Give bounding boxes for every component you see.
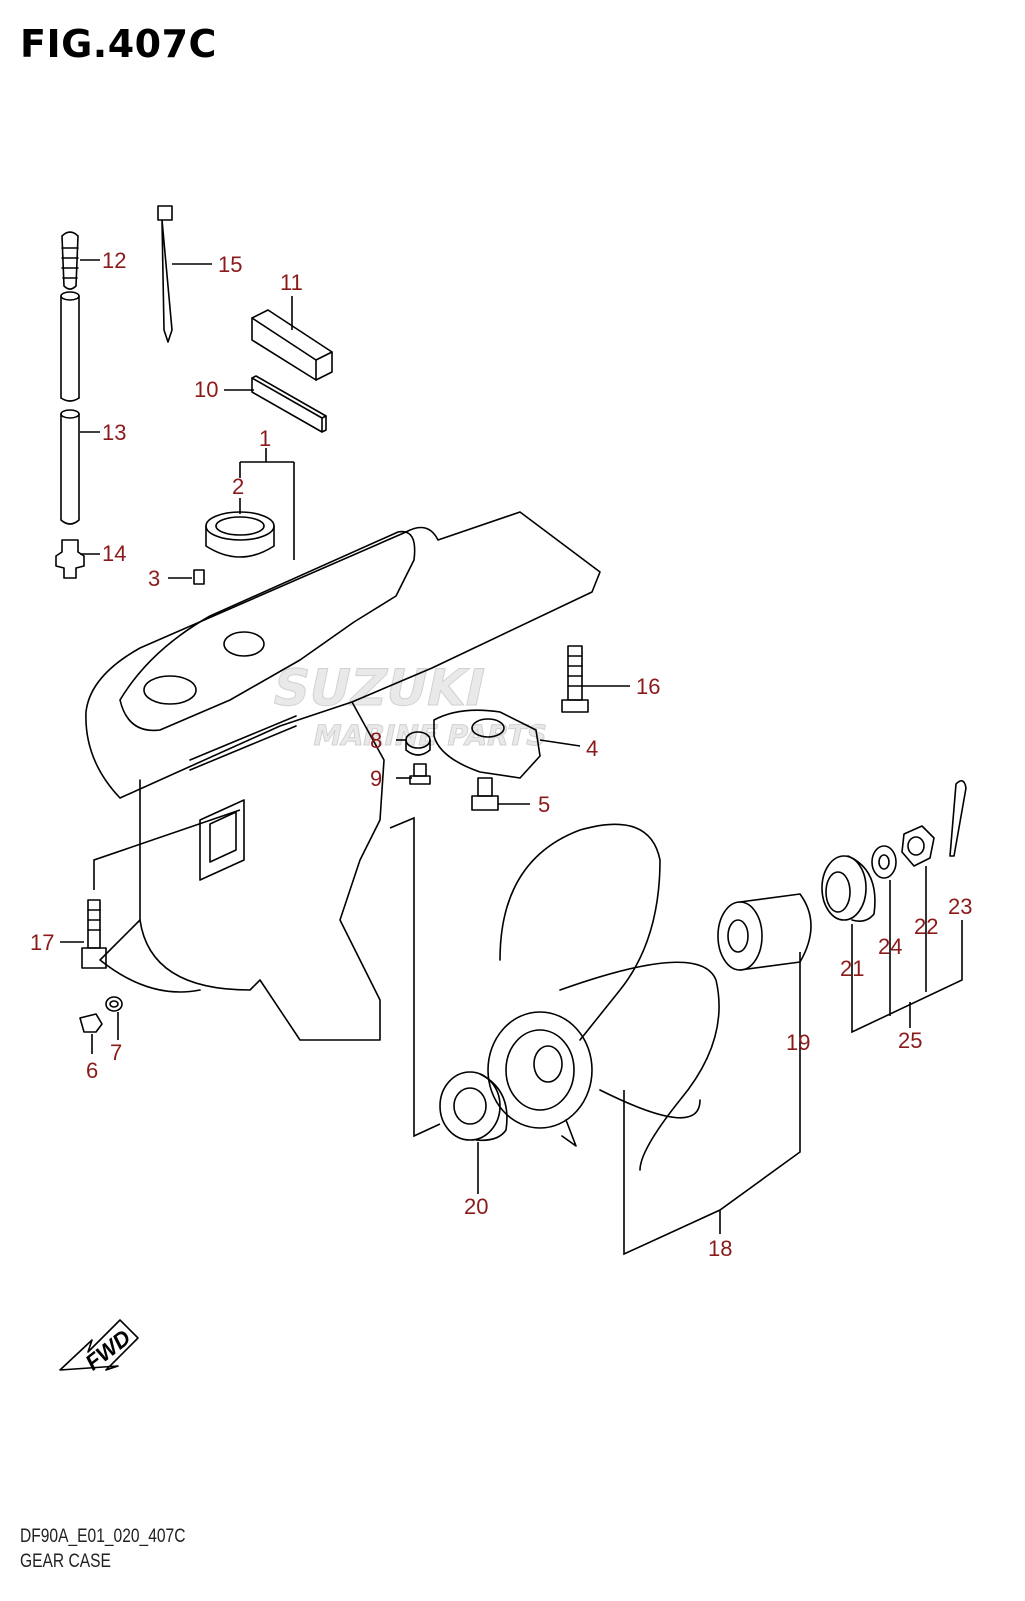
watermark-brand: SUZUKI: [268, 659, 491, 717]
leader-lines: [60, 259, 963, 1256]
watermark: SUZUKI MARINE PARTS: [267, 658, 550, 752]
callout-1: 1: [259, 426, 271, 451]
part-gear-case-housing: [85, 511, 601, 1041]
callout-10: 10: [194, 377, 218, 402]
part-washer: [105, 996, 123, 1012]
part-castle-nut: [901, 825, 935, 867]
callout-18: 18: [708, 1236, 732, 1261]
part-hose-nipple: [61, 231, 79, 290]
callout-13: 13: [102, 420, 126, 445]
callout-labels: 1 2 3 4 5 6 7 8 9 10 11 12 13 14 15 16 1…: [30, 248, 972, 1261]
callout-12: 12: [102, 248, 126, 273]
part-cotter-pin: [949, 780, 967, 857]
callout-16: 16: [636, 674, 660, 699]
callout-4: 4: [586, 736, 598, 761]
callout-22: 22: [914, 914, 938, 939]
section-name: GEAR CASE: [20, 1551, 111, 1572]
part-small-bolt: [409, 763, 431, 785]
callout-2: 2: [232, 474, 244, 499]
part-block: [251, 309, 333, 381]
callout-5: 5: [538, 792, 550, 817]
callout-9: 9: [370, 766, 382, 791]
callout-7: 7: [110, 1040, 122, 1065]
model-code: DF90A_E01_020_407C: [20, 1526, 186, 1547]
part-prop-spacer: [717, 893, 812, 971]
watermark-subtitle: MARINE PARTS: [310, 719, 550, 752]
callout-11: 11: [280, 270, 303, 295]
callout-14: 14: [102, 541, 126, 566]
part-propeller: [487, 823, 720, 1171]
callout-17: 17: [30, 930, 54, 955]
part-bolt: [561, 645, 589, 713]
part-water-tube: [60, 291, 80, 525]
callout-24: 24: [878, 934, 902, 959]
callout-3: 3: [148, 566, 160, 591]
part-thrust-bushing: [439, 1071, 508, 1142]
part-grommet: [55, 539, 85, 579]
figure-title: FIG.407C: [20, 22, 217, 66]
part-long-bolt: [81, 899, 107, 969]
callout-23: 23: [948, 894, 972, 919]
callout-15: 15: [218, 252, 242, 277]
callout-21: 21: [840, 956, 864, 981]
callout-20: 20: [464, 1194, 488, 1219]
part-strip: [251, 375, 327, 433]
callout-6: 6: [86, 1058, 98, 1083]
part-pin: [193, 569, 205, 585]
part-cable-tie: [157, 205, 173, 343]
fwd-direction-arrow: FWD: [59, 1319, 139, 1375]
part-anode-bolt: [471, 777, 499, 811]
callout-25: 25: [898, 1028, 922, 1053]
callout-19: 19: [786, 1030, 810, 1055]
part-bearing: [205, 511, 275, 558]
part-splined-washer: [821, 855, 876, 922]
callout-8: 8: [370, 728, 382, 753]
part-flat-washer: [871, 845, 897, 879]
part-drain-plug: [79, 1013, 103, 1033]
part-anode-trim-tab: [433, 709, 541, 779]
